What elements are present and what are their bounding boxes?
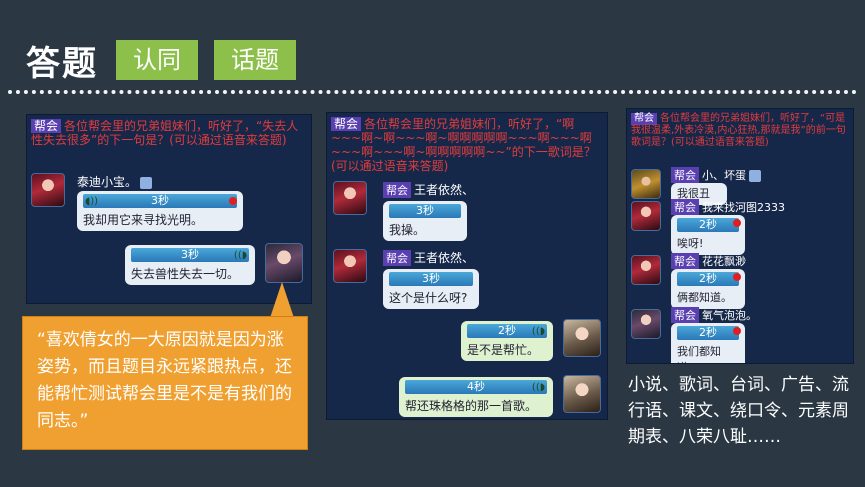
voice-message[interactable]: 2秒 俩都知道。 <box>671 269 745 309</box>
voice-bar[interactable]: 2秒 <box>677 326 739 340</box>
avatar <box>631 255 661 285</box>
sender-name-text: 花花飘渺 <box>702 255 746 268</box>
avatar <box>631 309 661 339</box>
message-text: 我操。 <box>389 223 426 237</box>
avatar <box>563 319 601 357</box>
avatar <box>265 243 303 283</box>
voice-duration: 3秒 <box>422 272 440 285</box>
guild-tag: 帮会 <box>671 199 699 215</box>
message-text: 俩都知道。 <box>677 291 732 304</box>
sender-name: 帮会王者依然、 <box>383 181 474 198</box>
unread-dot <box>733 219 741 227</box>
user-icon <box>749 170 761 182</box>
sender-name: 帮会小、坏蛋 <box>671 167 761 183</box>
user-icon <box>140 176 153 189</box>
guild-tag: 帮会 <box>671 253 699 269</box>
avatar <box>631 169 661 199</box>
voice-bar[interactable]: 3秒 <box>389 204 461 218</box>
voice-bar[interactable]: 2秒 <box>677 272 739 286</box>
unread-dot <box>733 327 741 335</box>
system-text: 各位帮会里的兄弟姐妹们，听好了，“可是我很温柔,外表冷漠,内心狂热,那就是我”的… <box>631 113 846 148</box>
guild-tag: 帮会 <box>631 113 657 125</box>
sender-name-text: 我来找河图2333 <box>702 201 785 214</box>
sender-name-text: 氧气泡泡。 <box>702 309 757 322</box>
unread-dot <box>733 273 741 281</box>
sender-name-text: 小、坏蛋 <box>702 169 746 182</box>
tag-topic: 话题 <box>214 40 296 80</box>
guild-tag: 帮会 <box>671 307 699 323</box>
topics-caption: 小说、歌词、台词、广告、流行语、课文、绕口令、元素周期表、八荣八耻…… <box>628 375 849 447</box>
guild-tag: 帮会 <box>383 182 411 198</box>
guild-tag: 帮会 <box>383 250 411 266</box>
callout-pointer <box>270 282 294 318</box>
dotted-divider <box>8 90 857 94</box>
system-message: 帮会各位帮会里的兄弟姐妹们，听好了，“失去人性失去很多”的下一句是？(可以通过语… <box>31 119 307 147</box>
voice-bar[interactable]: 2秒 ((◗ <box>467 324 547 338</box>
message-text: 这个是什么呀? <box>389 291 468 305</box>
voice-duration: 2秒 <box>699 218 717 231</box>
sender-name: 帮会花花飘渺 <box>671 253 746 269</box>
sound-wave-icon: ◖)) <box>85 196 99 207</box>
sound-wave-icon: ((◗ <box>233 250 247 261</box>
chat-screenshot-3: 帮会各位帮会里的兄弟姐妹们，听好了，“可是我很温柔,外表冷漠,内心狂热,那就是我… <box>626 108 854 364</box>
voice-message[interactable]: 2秒 ((◗ 是不是帮忙。 <box>461 321 553 361</box>
sound-wave-icon: ((◗ <box>531 382 545 393</box>
avatar <box>631 201 661 231</box>
unread-dot <box>229 197 237 205</box>
message-text: 帮还珠格格的那一首歌。 <box>405 399 538 413</box>
voice-duration: 2秒 <box>699 326 717 339</box>
voice-duration: 4秒 <box>467 380 485 393</box>
sender-name-text: 泰迪小宝。 <box>77 175 138 189</box>
message-text: 我很丑 <box>677 187 710 200</box>
voice-message[interactable]: 3秒 这个是什么呀? <box>383 269 479 309</box>
message-text: 我却用它来寻找光明。 <box>83 213 204 227</box>
sender-name: 帮会氧气泡泡。 <box>671 307 757 323</box>
message-text: 唉呀! <box>677 237 704 250</box>
voice-message[interactable]: 2秒 唉呀! <box>671 215 745 255</box>
slide-title: 答题 <box>26 44 98 84</box>
voice-bar[interactable]: 3秒 <box>389 272 473 286</box>
voice-duration: 3秒 <box>151 194 169 207</box>
voice-message[interactable]: 4秒 ((◗ 帮还珠格格的那一首歌。 <box>399 377 553 417</box>
sender-name: 泰迪小宝。 <box>77 173 153 190</box>
system-message: 帮会各位帮会里的兄弟姐妹们，听好了，“可是我很温柔,外表冷漠,内心狂热,那就是我… <box>631 113 849 149</box>
voice-duration: 2秒 <box>699 272 717 285</box>
voice-bar[interactable]: 3秒 ((◗ <box>131 248 249 262</box>
voice-duration: 3秒 <box>416 204 434 217</box>
message-text: 我们都知道。 <box>677 345 721 363</box>
guild-tag: 帮会 <box>671 167 699 183</box>
voice-message[interactable]: 3秒 我操。 <box>383 201 467 241</box>
sender-name-text: 王者依然、 <box>414 183 475 197</box>
voice-message[interactable]: 3秒 ((◗ 失去兽性失去一切。 <box>125 245 255 285</box>
voice-message[interactable]: ◖)) 3秒 我却用它来寻找光明。 <box>77 191 243 231</box>
system-text: 各位帮会里的兄弟姐妹们，听好了，“啊~~~啊~啊~~~啊~啊啊啊啊啊~~~啊~~… <box>331 117 596 173</box>
voice-bar[interactable]: ◖)) 3秒 <box>83 194 237 208</box>
sender-name: 帮会我来找河图2333 <box>671 199 785 215</box>
message-text: 是不是帮忙。 <box>467 343 540 357</box>
voice-bar[interactable]: 2秒 <box>677 218 739 232</box>
sender-name: 帮会王者依然、 <box>383 249 474 266</box>
voice-duration: 2秒 <box>498 324 516 337</box>
sender-name-text: 王者依然、 <box>414 251 475 265</box>
voice-message[interactable]: 2秒 我们都知道。 <box>671 323 745 363</box>
voice-bar[interactable]: 4秒 ((◗ <box>405 380 547 394</box>
chat-screenshot-1: 帮会各位帮会里的兄弟姐妹们，听好了，“失去人性失去很多”的下一句是？(可以通过语… <box>26 114 312 304</box>
system-text: 各位帮会里的兄弟姐妹们，听好了，“失去人性失去很多”的下一句是？(可以通过语音来… <box>31 119 299 147</box>
voice-duration: 3秒 <box>181 248 199 261</box>
quote-callout: “喜欢倩女的一大原因就是因为涨姿势，而且题目永远紧跟热点，还能帮忙测试帮会里是不… <box>22 316 308 450</box>
avatar <box>563 375 601 413</box>
avatar <box>333 249 367 283</box>
system-message: 帮会各位帮会里的兄弟姐妹们，听好了，“啊~~~啊~啊~~~啊~啊啊啊啊啊~~~啊… <box>331 117 603 173</box>
avatar <box>333 181 367 215</box>
guild-tag: 帮会 <box>331 117 362 131</box>
chat-screenshot-2: 帮会各位帮会里的兄弟姐妹们，听好了，“啊~~~啊~啊~~~啊~啊啊啊啊啊~~~啊… <box>326 112 608 420</box>
guild-tag: 帮会 <box>31 119 62 133</box>
avatar <box>31 173 65 207</box>
message-text: 失去兽性失去一切。 <box>131 267 240 281</box>
sound-wave-icon: ((◗ <box>531 326 545 337</box>
tag-recognition: 认同 <box>116 40 198 80</box>
